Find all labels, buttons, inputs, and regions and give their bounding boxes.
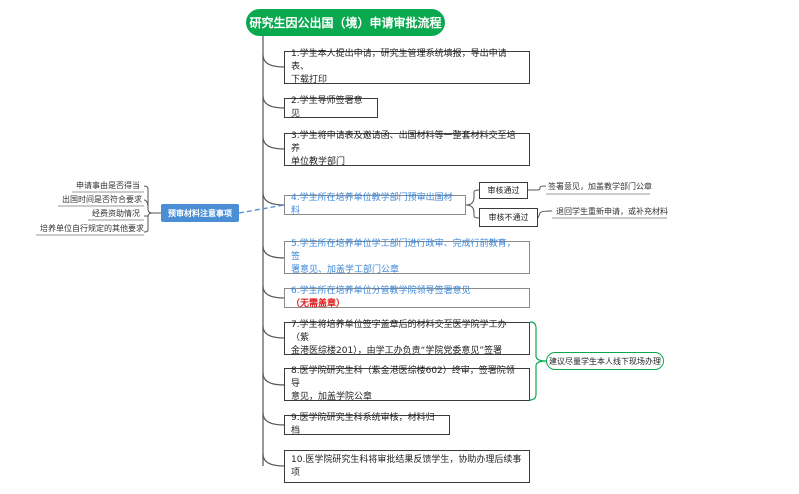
step-7-line-1: 7.学生将培养单位签字盖章后的材料交至医学院学工办（紫 — [291, 320, 507, 343]
step-8-box: 8.医学院研究生科（紫金港医综楼602）终审，签署院领导意见，加盖学院公章 — [284, 366, 530, 402]
step-6-box: 6.学生所在培养单位分管教学院领导签署意见 （无需盖章） — [284, 286, 530, 309]
step-3-box: 3.学生将申请表及邀请函、出国材料等一整套材料交至培养单位教学部门 — [284, 131, 530, 167]
precheck-item-1: 申请事由是否得当 — [76, 181, 140, 190]
step-8-line-1: 8.医学院研究生科（紫金港医综楼602）终审，签署院领导 — [291, 366, 515, 389]
precheck-topic: 预审材料注意事项 — [161, 204, 239, 222]
review-pass-note: 签署意见，加盖教学部门公章 — [548, 182, 652, 191]
step-3-line-1: 3.学生将申请表及邀请函、出国材料等一整套材料交至培养 — [291, 131, 516, 154]
step-9-box: 9.医学院研究生科系统审核，材料归档 — [284, 413, 450, 436]
step-10-line-2: 项 — [291, 467, 301, 478]
step-1-box: 1.学生本人提出申请，研究生管理系统填报，导出申请表、下载打印 — [284, 49, 530, 85]
flow-title: 研究生因公出国（境）申请审批流程 — [246, 9, 445, 36]
precheck-item-4: 培养单位自行规定的其他要求 — [40, 224, 144, 233]
review-fail-box: 审核不通过 — [479, 208, 538, 227]
step-9-text: 9.医学院研究生科系统审核，材料归档 — [291, 413, 435, 436]
review-fail-note: 退回学生重新申请，或补充材料 — [556, 207, 668, 216]
step-1-line-1: 1.学生本人提出申请，研究生管理系统填报，导出申请表、 — [291, 49, 507, 72]
step-7-line-2: 金港医综楼201），由学工办负责“学院党委意见”签署 — [291, 346, 503, 356]
precheck-item-3: 经费资助情况 — [92, 209, 140, 218]
step-5-line-2: 署意见、加盖学工部门公章 — [291, 265, 400, 275]
step-7-box: 7.学生将培养单位签字盖章后的材料交至医学院学工办（紫金港医综楼201），由学工… — [284, 320, 530, 356]
step-1-line-2: 下载打印 — [291, 75, 328, 85]
precheck-item-2: 出国时间是否符合要求 — [62, 195, 142, 204]
step-5-box: 5.学生所在培养单位学工部门进行政审、完成行前教育，签署意见、加盖学工部门公章 — [284, 239, 530, 275]
step-6-text: 6.学生所在培养单位分管教学院领导签署意见 — [291, 286, 471, 296]
step-3-line-2: 单位教学部门 — [291, 157, 346, 167]
step-2-text: 2.学生导师签署意见 — [291, 96, 363, 119]
step-4-text: 4.学生所在培养单位教学部门预审出国材料 — [291, 193, 453, 216]
step-6-no-stamp-note: （无需盖章） — [291, 299, 346, 309]
review-pass-label: 审核通过 — [487, 186, 520, 195]
step-10-box: 10.医学院研究生科将审批结果反馈学生，协助办理后续事项 — [284, 450, 530, 483]
offline-advice-note: 建议尽量学生本人线下现场办理 — [546, 352, 664, 370]
review-fail-label: 审核不通过 — [488, 213, 529, 222]
review-pass-box: 审核通过 — [479, 182, 528, 199]
step-2-box: 2.学生导师签署意见 — [284, 96, 378, 119]
step-10-line-1: 10.医学院研究生科将审批结果反馈学生，协助办理后续事 — [291, 454, 522, 465]
step-4-box: 4.学生所在培养单位教学部门预审出国材料 — [284, 193, 466, 216]
step-8-line-2: 意见，加盖学院公章 — [291, 392, 373, 402]
step-5-line-1: 5.学生所在培养单位学工部门进行政审、完成行前教育，签 — [291, 239, 516, 262]
